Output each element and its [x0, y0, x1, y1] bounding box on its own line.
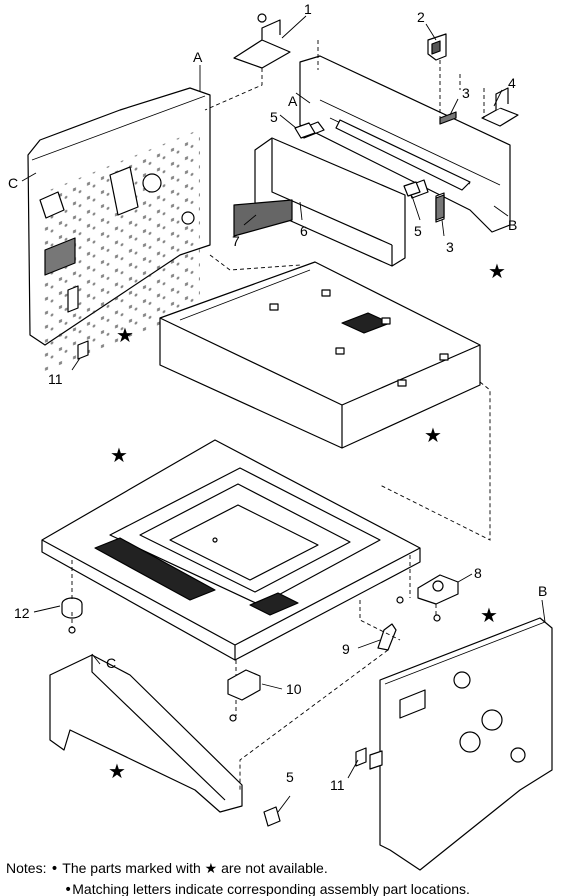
callout-4: 4	[508, 75, 516, 91]
callout-3-lower: 3	[446, 239, 454, 255]
star-marker-5: ★	[480, 603, 498, 627]
notes-line-2: •Matching letters indicate corresponding…	[6, 879, 470, 896]
callout-letter-c-left: C	[8, 175, 18, 191]
notes-star: ★	[204, 861, 218, 877]
part-3-strip-lower	[435, 194, 445, 221]
callout-11-right: 11	[330, 777, 345, 793]
notes-bullet-1: •	[50, 861, 59, 877]
base-plate	[41, 439, 421, 661]
callout-7: 7	[232, 233, 240, 249]
star-marker-4: ★	[110, 443, 128, 467]
notes-line1-after: are not available.	[221, 860, 328, 876]
part-7-label	[233, 199, 293, 237]
notes-label: Notes:	[6, 860, 47, 876]
star-marker-3: ★	[424, 423, 442, 447]
callout-11-left: 11	[48, 371, 63, 387]
part-5-clip-upper-right	[403, 181, 421, 197]
callout-9: 9	[342, 641, 350, 657]
notes-bullet-2: •	[64, 882, 73, 896]
callout-letter-a-left: A	[193, 49, 203, 65]
star-marker-2: ★	[116, 323, 134, 347]
notes-line2-text: Matching letters indicate corresponding …	[72, 881, 470, 896]
callout-letter-a-top: A	[288, 93, 298, 109]
callout-letter-b-top: B	[508, 217, 517, 233]
notes-block: Notes: • The parts marked with ★ are not…	[6, 858, 470, 896]
part-6-cover	[254, 137, 406, 267]
callout-3-upper: 3	[462, 85, 470, 101]
middle-tray	[159, 261, 481, 449]
callout-1: 1	[304, 1, 312, 17]
right-side-frame	[369, 617, 553, 871]
callout-5-middle: 5	[414, 223, 422, 239]
leader-lines	[21, 15, 546, 813]
callout-letter-c-bottom: C	[106, 655, 116, 671]
callout-12: 12	[14, 605, 30, 621]
notes-line1-before: The parts marked with	[62, 860, 201, 876]
part-5-clip-bottom	[263, 806, 281, 827]
callout-6: 6	[300, 223, 308, 239]
star-marker-6: ★	[108, 759, 126, 783]
lower-left-rail	[49, 654, 243, 813]
callout-letter-b-bottom: B	[538, 583, 547, 599]
callout-5-upper: 5	[270, 109, 278, 125]
part-11-tab-left	[77, 340, 89, 360]
part-5-clip-upper-left	[294, 122, 316, 139]
callout-10: 10	[286, 681, 302, 697]
alignment-lines	[71, 40, 491, 790]
part-9-bracket	[377, 623, 397, 651]
part-2-clip	[427, 33, 447, 61]
part-11-tab-right	[355, 747, 367, 767]
part-1-bracket	[233, 13, 291, 69]
part-12-foot	[61, 597, 83, 634]
callout-8: 8	[474, 565, 482, 581]
notes-line-1: Notes: • The parts marked with ★ are not…	[6, 858, 470, 879]
callout-2: 2	[417, 9, 425, 25]
left-side-frame	[27, 87, 211, 374]
part-8-bracket	[396, 574, 459, 622]
star-marker-1: ★	[488, 259, 506, 283]
callout-5-bottom: 5	[286, 769, 294, 785]
part-10-foot	[227, 669, 261, 722]
